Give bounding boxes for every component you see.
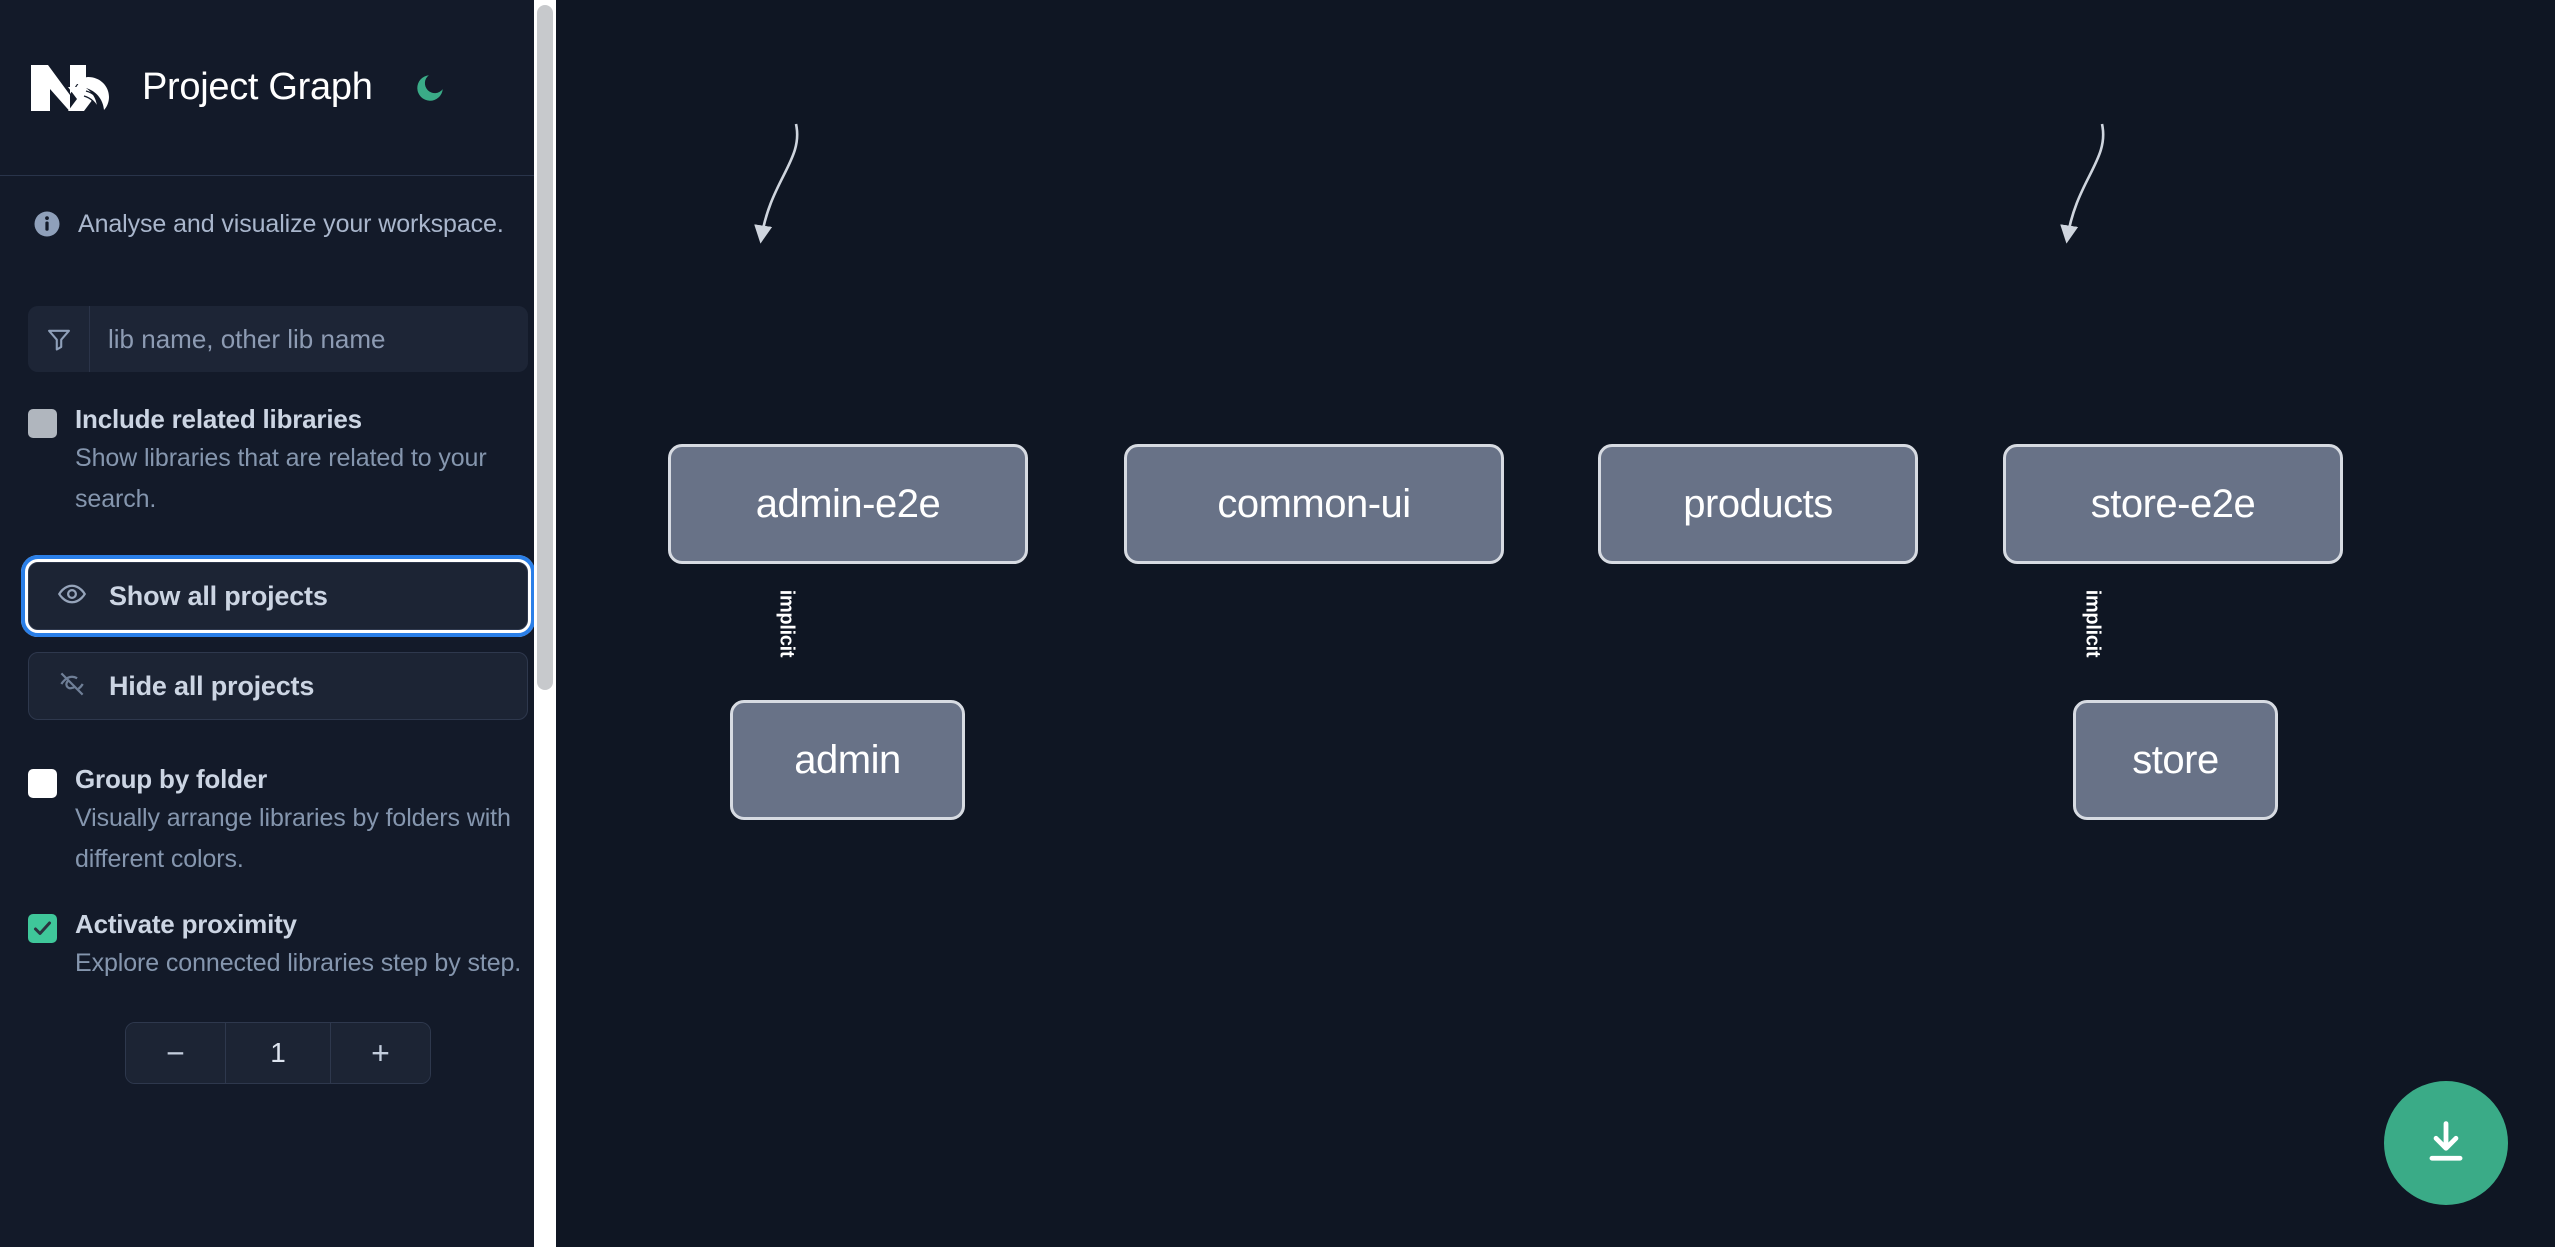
option-group-by-folder[interactable]: Group by folder Visually arrange librari… bbox=[28, 720, 528, 880]
hide-all-projects-button[interactable]: Hide all projects bbox=[28, 652, 528, 720]
option-activate-proximity[interactable]: Activate proximity Explore connected lib… bbox=[28, 880, 528, 984]
option-label: Group by folder bbox=[75, 764, 268, 794]
proximity-value: 1 bbox=[226, 1023, 330, 1083]
graph-canvas[interactable]: admin-e2e common-ui products store-e2e a… bbox=[556, 0, 2555, 1247]
proximity-stepper-wrap: − 1 + bbox=[28, 1022, 528, 1084]
option-description: Show libraries that are related to your … bbox=[75, 444, 487, 513]
nx-logo-icon bbox=[28, 57, 124, 119]
node-label: products bbox=[1683, 481, 1833, 526]
visibility-button-group: Show all projects Hide all projects bbox=[21, 555, 535, 720]
node-label: store-e2e bbox=[2090, 481, 2256, 526]
graph-edges bbox=[754, 123, 2105, 244]
workspace-info-text: Analyse and visualize your workspace. bbox=[78, 209, 504, 238]
node-label: admin-e2e bbox=[755, 481, 941, 526]
node-label: store bbox=[2132, 737, 2219, 782]
moon-icon[interactable] bbox=[407, 65, 453, 111]
sidebar-header: Project Graph bbox=[0, 0, 556, 176]
graph-node-products[interactable]: products bbox=[1598, 444, 1918, 564]
option-description: Explore connected libraries step by step… bbox=[75, 949, 522, 977]
option-description: Visually arrange libraries by folders wi… bbox=[75, 804, 511, 873]
sidebar-scrollbar-track[interactable] bbox=[534, 0, 556, 1247]
search-input[interactable] bbox=[90, 306, 528, 372]
info-icon bbox=[32, 209, 62, 239]
eye-off-icon bbox=[57, 669, 87, 704]
sidebar: Project Graph Analyse and visualize your… bbox=[0, 0, 556, 1247]
graph-node-store-e2e[interactable]: store-e2e bbox=[2003, 444, 2343, 564]
page-title: Project Graph bbox=[142, 66, 373, 108]
eye-icon bbox=[57, 579, 87, 614]
graph-node-admin-e2e[interactable]: admin-e2e bbox=[668, 444, 1028, 564]
option-label: Include related libraries bbox=[75, 404, 362, 434]
edge-label-admin-implicit: implicit bbox=[775, 589, 798, 658]
graph-node-admin[interactable]: admin bbox=[730, 700, 965, 820]
node-label: admin bbox=[794, 737, 901, 782]
download-icon bbox=[2420, 1116, 2472, 1171]
sidebar-scrollbar-thumb[interactable] bbox=[537, 5, 553, 690]
graph-node-store[interactable]: store bbox=[2073, 700, 2278, 820]
hide-all-projects-label: Hide all projects bbox=[109, 670, 315, 701]
workspace-info: Analyse and visualize your workspace. bbox=[28, 176, 528, 272]
checkbox-group-by-folder[interactable] bbox=[28, 769, 57, 798]
spacer bbox=[28, 630, 528, 652]
checkbox-include-related-libraries[interactable] bbox=[28, 409, 57, 438]
graph-node-common-ui[interactable]: common-ui bbox=[1124, 444, 1504, 564]
option-include-related-libraries[interactable]: Include related libraries Show libraries… bbox=[28, 372, 528, 520]
show-all-projects-button[interactable]: Show all projects bbox=[21, 555, 535, 637]
download-button[interactable] bbox=[2384, 1081, 2508, 1205]
filter-search-box[interactable] bbox=[28, 306, 528, 372]
edge-label-store-implicit: implicit bbox=[2081, 589, 2104, 658]
proximity-stepper: − 1 + bbox=[125, 1022, 431, 1084]
proximity-decrement-button[interactable]: − bbox=[126, 1023, 226, 1083]
filter-funnel-icon bbox=[28, 306, 90, 372]
option-label: Activate proximity bbox=[75, 909, 297, 939]
sidebar-body: Analyse and visualize your workspace. In… bbox=[0, 176, 556, 1084]
show-all-projects-label: Show all projects bbox=[109, 580, 328, 611]
proximity-increment-button[interactable]: + bbox=[330, 1023, 430, 1083]
node-label: common-ui bbox=[1217, 481, 1411, 526]
checkbox-activate-proximity[interactable] bbox=[28, 914, 57, 943]
